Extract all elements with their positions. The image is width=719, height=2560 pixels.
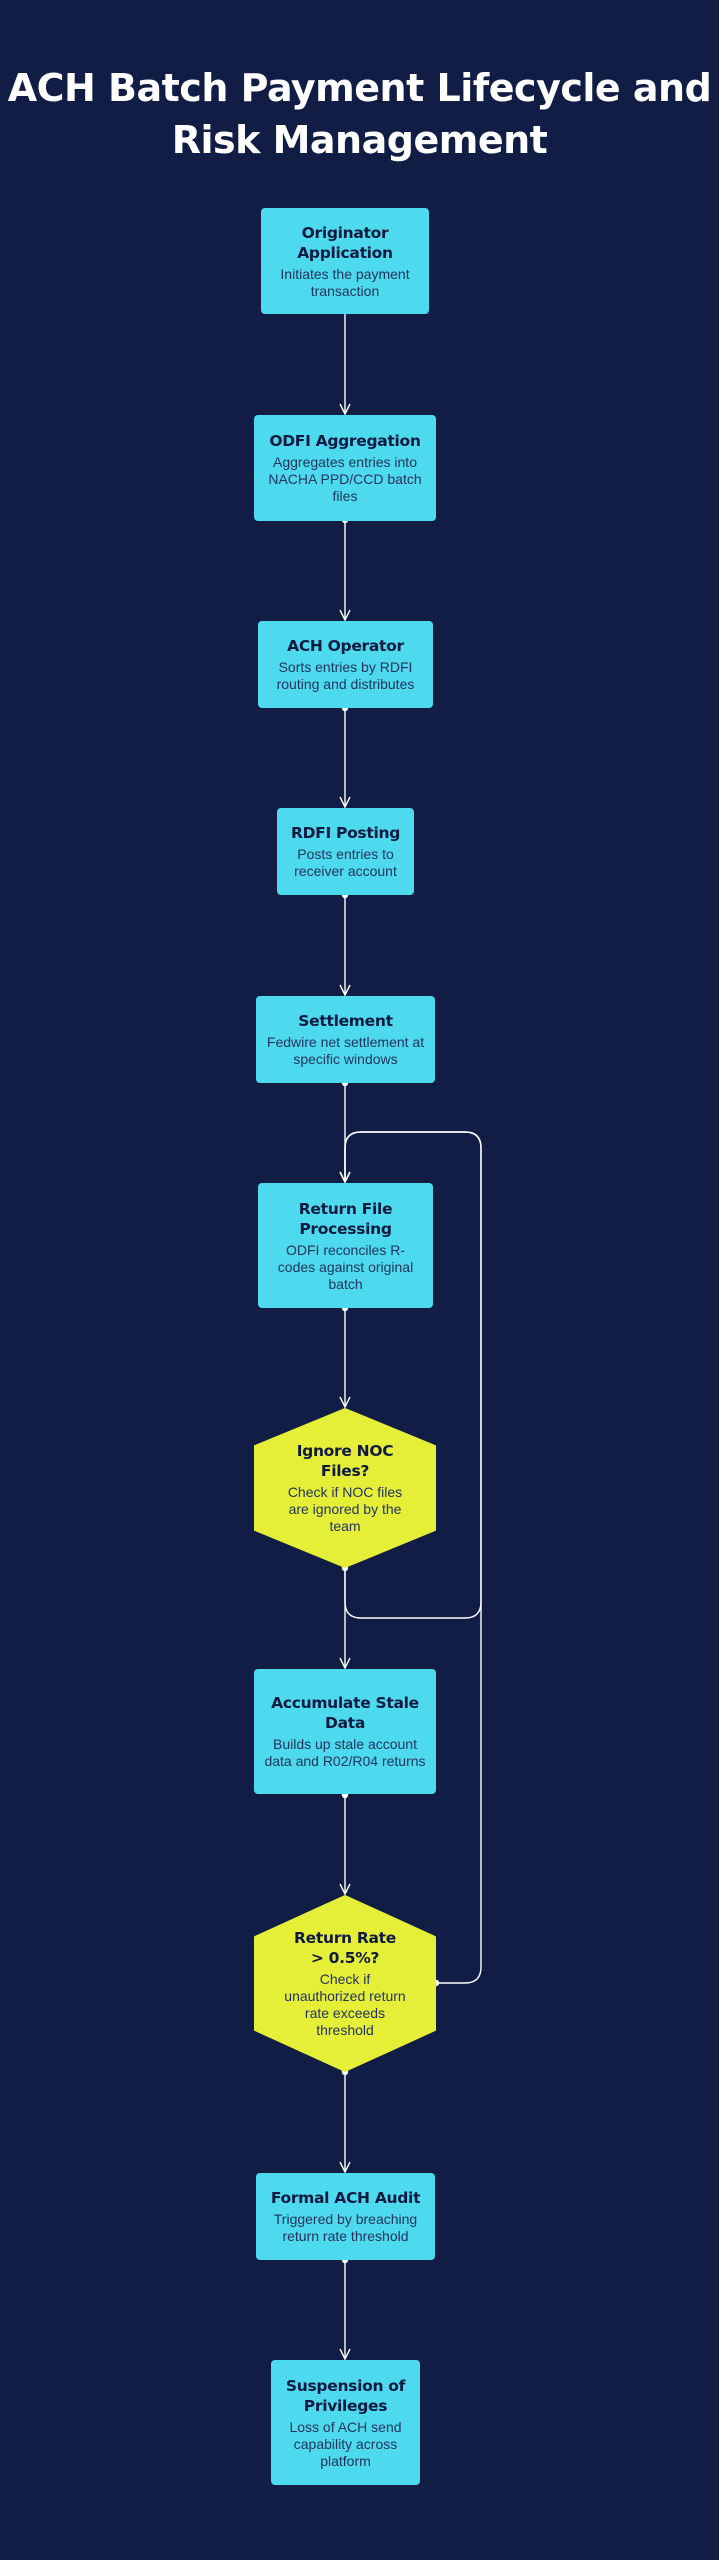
node-title: Return File Processing [298,1199,393,1238]
node-description: Check if NOC files are ignored by the te… [287,1484,403,1534]
hexagon-shape [254,1895,436,2072]
node-accumulate-stale-data[interactable]: Accumulate Stale Data Builds up stale ac… [254,1669,436,1794]
node-title: ODFI Aggregation [269,432,421,450]
node-settlement[interactable]: Settlement Fedwire net settlement at spe… [256,996,435,1083]
node-originator-application[interactable]: Originator Application Initiates the pay… [261,208,429,314]
node-formal-ach-audit[interactable]: Formal ACH Audit Triggered by breaching … [256,2173,435,2260]
node-ach-operator[interactable]: ACH Operator Sorts entries by RDFI routi… [258,621,433,708]
node-description: Posts entries to receiver account [294,846,397,879]
node-title: Return Rate > 0.5%? [294,1929,396,1967]
node-return-rate-decision[interactable]: Return Rate > 0.5%? Check if unauthorize… [254,1895,436,2072]
node-description: Fedwire net settlement at specific windo… [266,1034,425,1067]
node-title: Ignore NOC Files? [296,1442,394,1480]
node-description: ODFI reconciles R-codes against original… [277,1241,414,1292]
node-description: Builds up stale account data and R02/R04… [264,1736,426,1769]
hexagon-shape [254,1408,436,1568]
node-title: Formal ACH Audit [270,2189,421,2207]
node-title: Accumulate Stale Data [271,1694,419,1732]
node-return-file-processing[interactable]: Return File Processing ODFI reconciles R… [258,1183,433,1308]
node-odfi-aggregation[interactable]: ODFI Aggregation Aggregates entries into… [254,415,436,521]
node-rdfi-posting[interactable]: RDFI Posting Posts entries to receiver a… [277,808,414,895]
node-title: RDFI Posting [290,824,401,842]
node-ignore-noc-files-decision[interactable]: Ignore NOC Files? Check if NOC files are… [254,1408,436,1568]
node-description: Loss of ACH send capability across platf… [289,2418,402,2469]
node-description: Initiates the payment transaction [280,265,410,299]
node-title: Settlement [298,1012,393,1030]
node-description: Aggregates entries into NACHA PPD/CCD ba… [268,454,422,504]
edge-rate-returns-loop [345,1131,482,1984]
node-title: ACH Operator [287,637,404,655]
node-title: Suspension of Privileges [285,2376,406,2415]
node-description: Sorts entries by RDFI routing and distri… [276,659,415,692]
node-description: Triggered by breaching return rate thres… [273,2211,418,2244]
page-title: ACH Batch Payment Lifecycle and Risk Man… [7,66,712,162]
node-description: Check if unauthorized return rate exceed… [284,1971,406,2038]
node-suspension-of-privileges[interactable]: Suspension of Privileges Loss of ACH sen… [271,2360,420,2485]
node-title: Originator Application [297,223,393,262]
